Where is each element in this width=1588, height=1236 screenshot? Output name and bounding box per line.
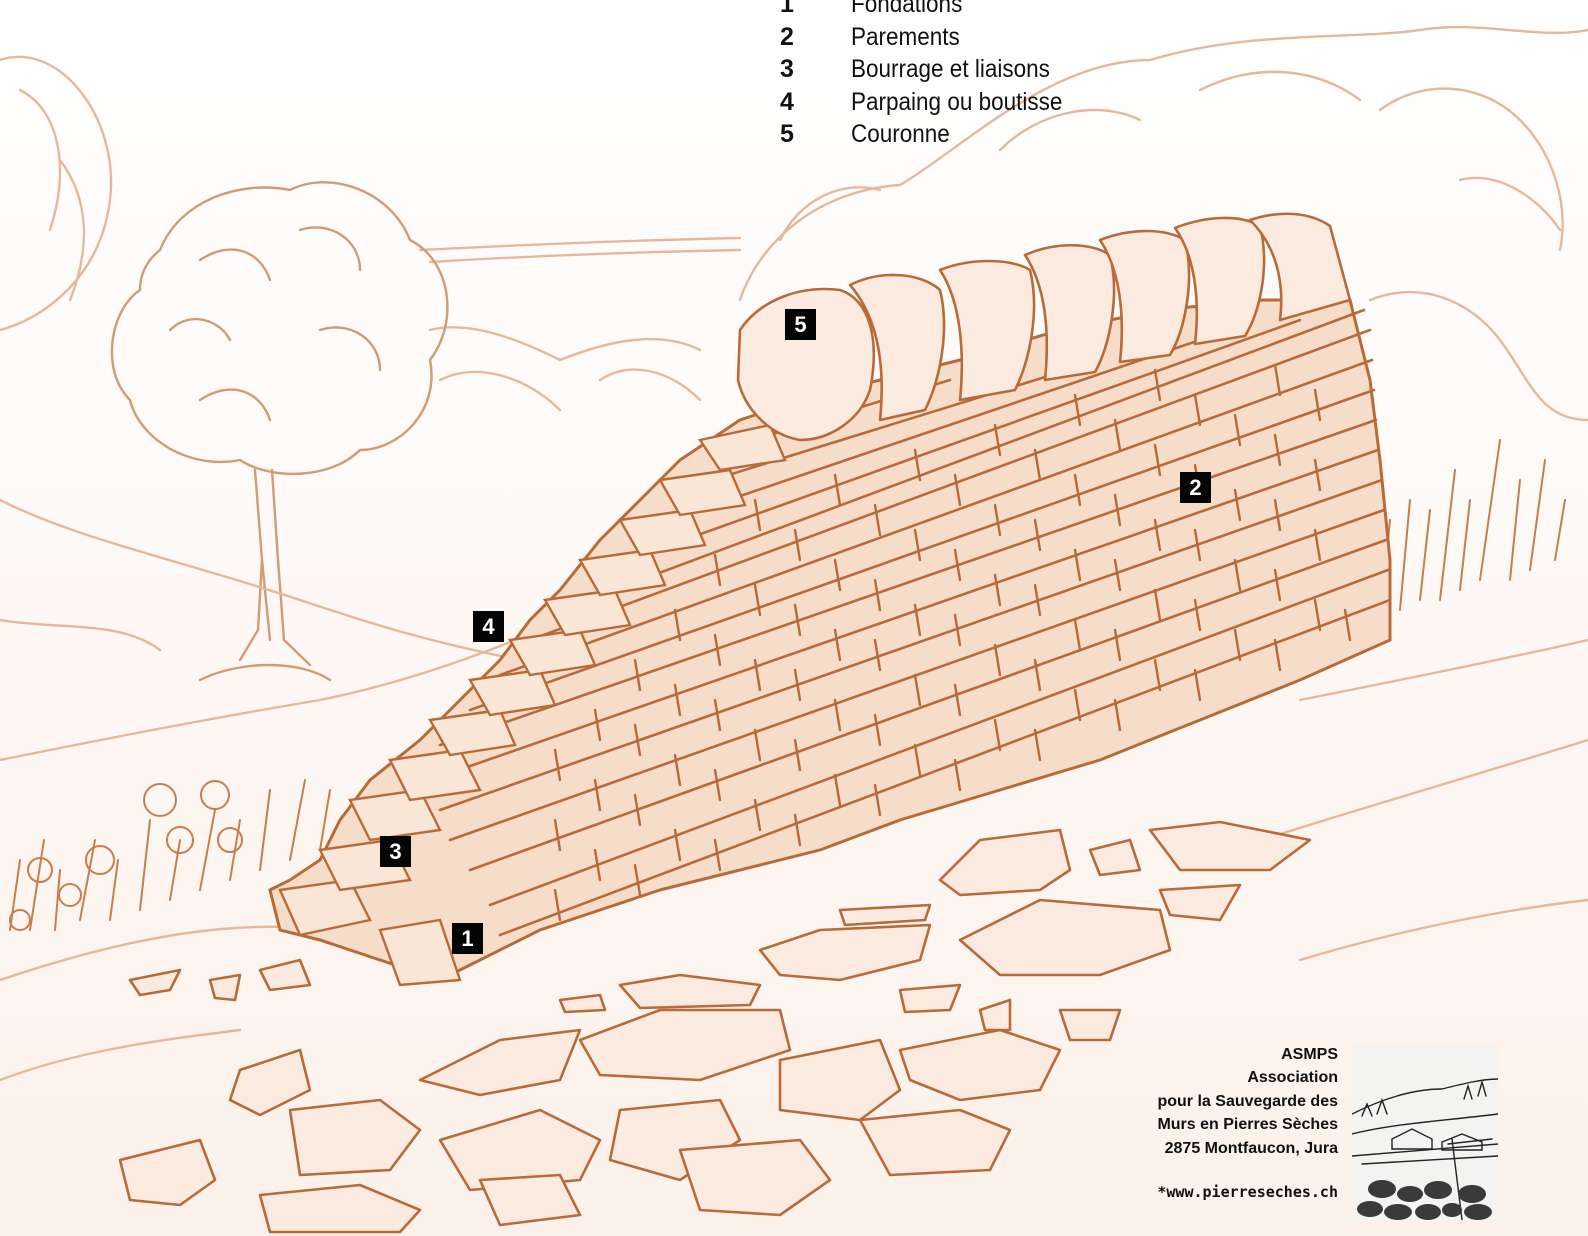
legend-label: Bourrage et liaisons <box>851 53 1050 85</box>
marker-bourrage: 3 <box>380 836 411 867</box>
legend-number: 4 <box>780 86 810 118</box>
legend-number: 3 <box>780 53 810 85</box>
legend-number: 5 <box>780 118 810 150</box>
credit-line: pour la Sauvegarde des <box>1078 1090 1338 1113</box>
marker-fondations: 1 <box>452 923 483 954</box>
legend-label: Fondations <box>851 0 962 20</box>
credit-acronym: ASMPS <box>1078 1043 1338 1066</box>
credit-line: Murs en Pierres Sèches <box>1078 1113 1338 1136</box>
legend-label: Parements <box>851 21 960 53</box>
legend-label: Parpaing ou boutisse <box>851 86 1062 118</box>
legend-number: 2 <box>780 21 810 53</box>
legend-item: 5 Couronne <box>780 118 1200 151</box>
legend: 1 Fondations 2 Parements 3 Bourrage et l… <box>780 0 1200 151</box>
website-link[interactable]: *www.pierreseches.ch <box>1157 1183 1338 1201</box>
legend-item: 4 Parpaing ou boutisse <box>780 86 1200 119</box>
legend-number: 1 <box>780 0 810 20</box>
legend-item: 3 Bourrage et liaisons <box>780 53 1200 86</box>
credit-line: Association <box>1078 1066 1338 1089</box>
marker-couronne: 5 <box>785 309 816 340</box>
association-logo <box>1352 1044 1498 1220</box>
credit-address: 2875 Montfaucon, Jura <box>1078 1137 1338 1160</box>
legend-item: 2 Parements <box>780 21 1200 54</box>
legend-item: 1 Fondations <box>780 0 1200 21</box>
association-credit: ASMPS Association pour la Sauvegarde des… <box>1078 1043 1338 1160</box>
marker-parpaing: 4 <box>473 611 504 642</box>
marker-parements: 2 <box>1180 472 1211 503</box>
legend-label: Couronne <box>851 118 950 150</box>
